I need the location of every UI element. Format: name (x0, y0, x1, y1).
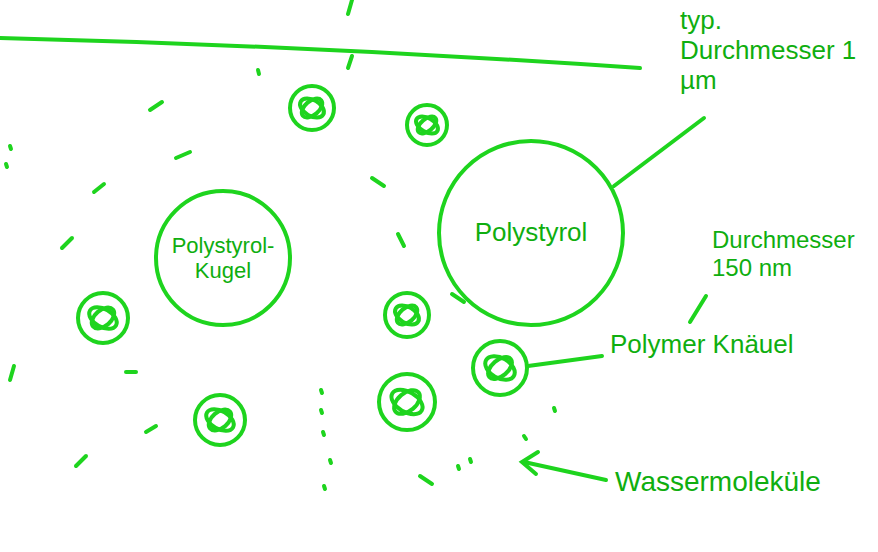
water-molecule (76, 456, 86, 466)
polymer-coil (379, 374, 435, 430)
water-molecule (324, 486, 325, 489)
sphere-outline (439, 141, 623, 325)
annotation-label: Wassermoleküle (615, 466, 865, 498)
water-molecule (348, 56, 352, 68)
sphere-node: Polystyrol (436, 138, 626, 328)
water-molecule (176, 152, 190, 158)
coil-scribble (86, 303, 121, 334)
water-molecule (62, 238, 72, 248)
polymer-coil (195, 395, 245, 445)
coil-scribble (298, 95, 325, 121)
coil-scribble (387, 385, 426, 419)
leader-line (690, 296, 706, 322)
coil-scribble (393, 302, 420, 328)
coil-scribble (415, 113, 440, 136)
water-molecule (420, 476, 432, 484)
coil-scribble (392, 302, 423, 329)
coil-scribble (297, 95, 328, 122)
water-molecule (146, 426, 156, 432)
coil-scribble (203, 405, 238, 436)
leader-line (528, 356, 602, 366)
coil-scribble (390, 385, 425, 418)
polymer-coil (78, 293, 128, 343)
polymer-coil (385, 293, 429, 337)
annotation-label: Polymer Knäuel (610, 330, 810, 360)
water-molecule (321, 390, 322, 393)
stroke-mark (348, 0, 352, 14)
water-molecule (398, 234, 404, 246)
water-molecule (150, 102, 162, 110)
sphere-label: Polystyrol-Kugel (159, 233, 287, 284)
water-molecule (330, 460, 331, 463)
water-molecule (458, 466, 459, 469)
sphere-node: Polystyrol-Kugel (153, 188, 293, 328)
water-molecule (94, 184, 104, 192)
sphere-label: Polystyrol (475, 218, 588, 248)
node-content: Polystyrol (436, 138, 626, 328)
coil-scribble (205, 406, 235, 435)
sphere-outline (156, 191, 290, 325)
water-molecule (470, 459, 471, 462)
water-molecule (10, 366, 14, 380)
leader-line (614, 118, 704, 186)
surface-line (0, 38, 640, 68)
coil-scribble (484, 353, 516, 383)
node-content: Polystyrol-Kugel (153, 188, 293, 328)
water-molecule (372, 178, 384, 186)
annotation-label: Durchmesser 150 nm (712, 226, 872, 281)
coil-scribble (481, 351, 519, 384)
water-molecule (10, 146, 11, 149)
polymer-coil (290, 86, 334, 130)
arrow-head (522, 452, 538, 474)
coil-scribble (413, 113, 441, 137)
annotation-label: typ. Durchmesser 1 µm (680, 6, 870, 96)
water-molecule (321, 410, 322, 413)
polymer-coil (473, 341, 527, 395)
arrow-line (524, 462, 606, 480)
coil-scribble (88, 304, 118, 333)
water-molecule (258, 70, 259, 74)
water-molecule (554, 408, 555, 411)
water-molecule (126, 370, 136, 374)
water-molecule (323, 432, 324, 435)
water-molecule (524, 436, 526, 439)
water-molecule (6, 164, 7, 167)
polymer-coil (407, 105, 447, 145)
